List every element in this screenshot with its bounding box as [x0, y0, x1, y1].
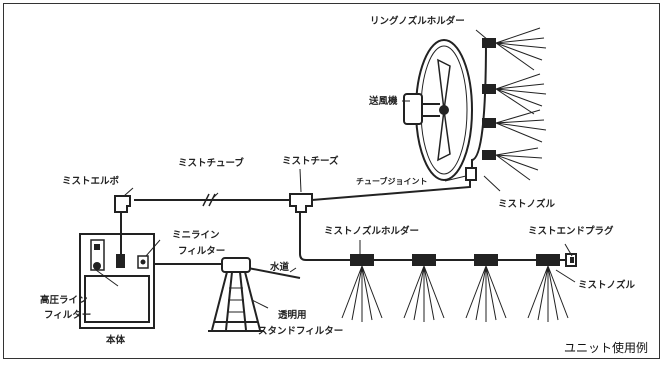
label-hp-line-filter-2: フィルター: [44, 309, 91, 321]
label-transparent-filter-2: スタンドフィルター: [258, 325, 343, 337]
label-water-supply: 水道: [270, 261, 290, 273]
transparent-stand-filter: [208, 257, 264, 332]
label-ring-nozzle-holder: リングノズルホルダー: [370, 15, 465, 27]
ring-nozzle-holders: [482, 38, 496, 160]
label-mini-line-filter-2: フィルター: [178, 245, 225, 257]
fan-with-ring: [403, 39, 487, 181]
label-mist-nozzle-holder: ミストノズルホルダー: [324, 225, 419, 237]
label-mist-nozzle-top: ミストノズル: [498, 198, 556, 210]
label-mist-tube: ミストチューブ: [178, 157, 244, 169]
mist-tee: [289, 193, 313, 213]
mini-line-filter: [145, 239, 161, 257]
label-hp-line-filter-1: 高圧ライン: [40, 294, 88, 306]
tube-slash-marks: [202, 193, 216, 207]
main-unit: [79, 233, 155, 329]
label-main-unit: 本体: [106, 334, 126, 346]
label-tube-joint: チューブジョイント: [356, 176, 428, 186]
label-mini-line-filter-1: ミニライン: [172, 230, 220, 241]
bottom-spray-lines: [341, 265, 569, 322]
label-transparent-filter-1: 透明用: [278, 309, 307, 321]
ring-spray-lines: [495, 27, 547, 181]
label-mist-nozzle-bottom: ミストノズル: [578, 279, 636, 291]
label-mist-elbow: ミストエルボ: [62, 175, 120, 187]
mist-nozzle-holders: [350, 254, 560, 266]
label-mist-tee: ミストチーズ: [282, 155, 339, 167]
diagram-frame: [3, 3, 660, 359]
diagram-caption: ユニット使用例: [564, 340, 648, 355]
label-mist-end-plug: ミストエンドプラグ: [528, 225, 614, 237]
label-fan: 送風機: [368, 95, 398, 107]
leader-lines: [95, 29, 576, 309]
diagram-labels: リングノズルホルダー 送風機 ミストチューブ ミストエルボ ミストチーズ チュー…: [40, 15, 648, 355]
mist-elbow: [114, 195, 131, 213]
